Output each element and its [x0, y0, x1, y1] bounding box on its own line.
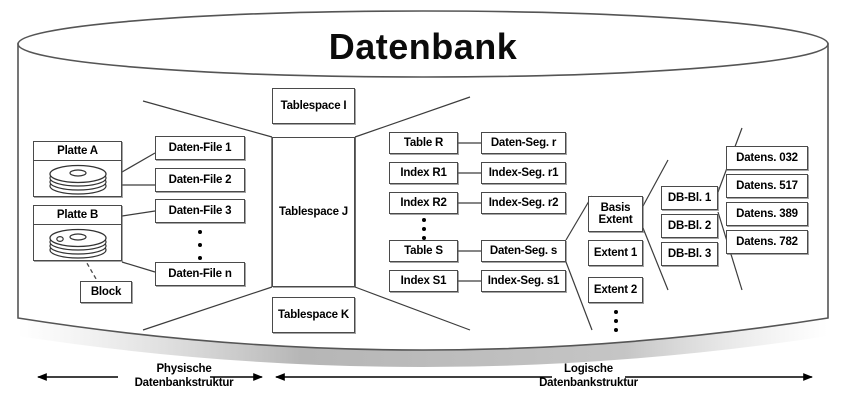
tablespace-node-j: Tablespace J [272, 137, 355, 287]
extent-node-basis: Basis Extent [588, 196, 643, 232]
object-node-table-r: Table R [389, 132, 458, 154]
disk-platter-icon [34, 160, 121, 196]
object-node-index-s1: Index S1 [389, 270, 458, 292]
disk-platte-a-label: Platte A [34, 142, 121, 161]
page-title: Datenbank [328, 26, 518, 67]
object-node-table-s: Table S [389, 240, 458, 262]
segment-node-daten-s: Daten-Seg. s [481, 240, 566, 262]
segment-node-index-r2: Index-Seg. r2 [481, 192, 566, 214]
object-node-index-r2: Index R2 [389, 192, 458, 214]
segment-node-daten-r: Daten-Seg. r [481, 132, 566, 154]
segment-node-index-s1: Index-Seg. s1 [481, 270, 566, 292]
axis-label-physical: Physische Datenbankstruktur [134, 363, 234, 390]
disk-platte-a: Platte A [33, 141, 122, 197]
datafile-node-n: Daten-File n [155, 262, 245, 286]
object-node-index-r1: Index R1 [389, 162, 458, 184]
record-node-389: Datens. 389 [726, 202, 808, 226]
datafile-node-1: Daten-File 1 [155, 136, 245, 160]
record-node-782: Datens. 782 [726, 230, 808, 254]
db-block-node-1: DB-Bl. 1 [661, 186, 718, 210]
datafile-node-2: Daten-File 2 [155, 168, 245, 192]
datafile-ellipsis [196, 230, 204, 260]
segment-node-index-r1: Index-Seg. r1 [481, 162, 566, 184]
tablespace-node-i: Tablespace I [272, 88, 355, 124]
object-ellipsis [420, 218, 428, 240]
cylinder-shadow [18, 318, 828, 367]
extent-node-2: Extent 2 [588, 277, 643, 303]
db-block-node-2: DB-Bl. 2 [661, 214, 718, 238]
block-node: Block [80, 281, 132, 303]
record-node-032: Datens. 032 [726, 146, 808, 170]
disk-platte-b-label: Platte B [34, 206, 121, 225]
disk-platter-icon [34, 224, 121, 260]
db-block-node-3: DB-Bl. 3 [661, 242, 718, 266]
axis-label-logical: Logische Datenbankstruktur [539, 363, 638, 390]
tablespace-node-k: Tablespace K [272, 297, 355, 333]
extent-node-1: Extent 1 [588, 240, 643, 266]
record-node-517: Datens. 517 [726, 174, 808, 198]
datafile-node-3: Daten-File 3 [155, 199, 245, 223]
disk-platte-b: Platte B [33, 205, 122, 261]
extent-ellipsis [612, 310, 620, 332]
